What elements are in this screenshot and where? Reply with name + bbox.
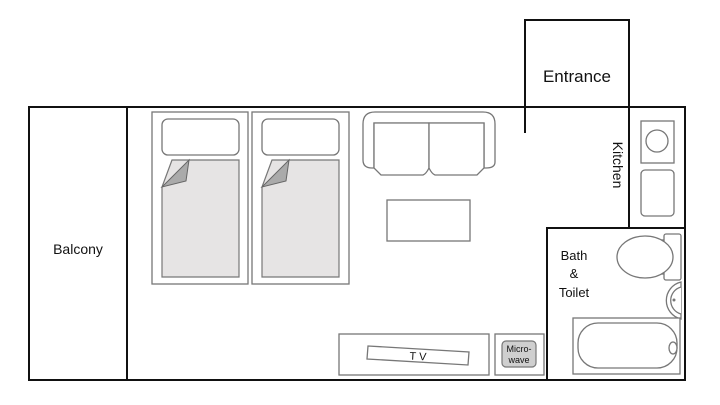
bed-2: [251, 111, 350, 285]
sheet-fold-icon: [260, 158, 290, 188]
toilet: [616, 233, 682, 281]
bath-label-line1: Bath: [561, 248, 588, 263]
kitchen-sink: [640, 169, 675, 217]
kitchen-label: Kitchen: [610, 142, 626, 189]
tv: [366, 345, 470, 366]
bed-1: [151, 111, 249, 285]
pillow: [261, 118, 340, 156]
walls: [28, 19, 686, 381]
stove: [640, 120, 675, 164]
burner-icon: [645, 129, 669, 153]
bed-sheet: [261, 159, 340, 278]
outer-wall: [28, 106, 686, 381]
balcony-label: Balcony: [53, 241, 103, 257]
coffee-table: [386, 199, 471, 242]
bed-sheet: [161, 159, 240, 278]
tv-stand: T V: [338, 333, 490, 376]
bath-wall: [546, 227, 685, 380]
bathtub: [572, 317, 681, 375]
entrance-wall: [524, 19, 630, 228]
bath-label-line2: &: [570, 266, 579, 281]
pillow: [161, 118, 240, 156]
microwave-label-line1: Micro-: [507, 344, 532, 354]
microwave-cabinet: Micro- wave: [494, 333, 545, 376]
bath-label-line3: Toilet: [559, 285, 590, 300]
microwave: [501, 340, 537, 368]
sofa: [362, 111, 496, 176]
tv-label: T V: [409, 351, 427, 364]
entrance-label: Entrance: [543, 67, 611, 86]
sheet-fold-icon: [160, 158, 190, 188]
bath-sink: [665, 281, 682, 320]
microwave-label-line2: wave: [507, 355, 529, 365]
